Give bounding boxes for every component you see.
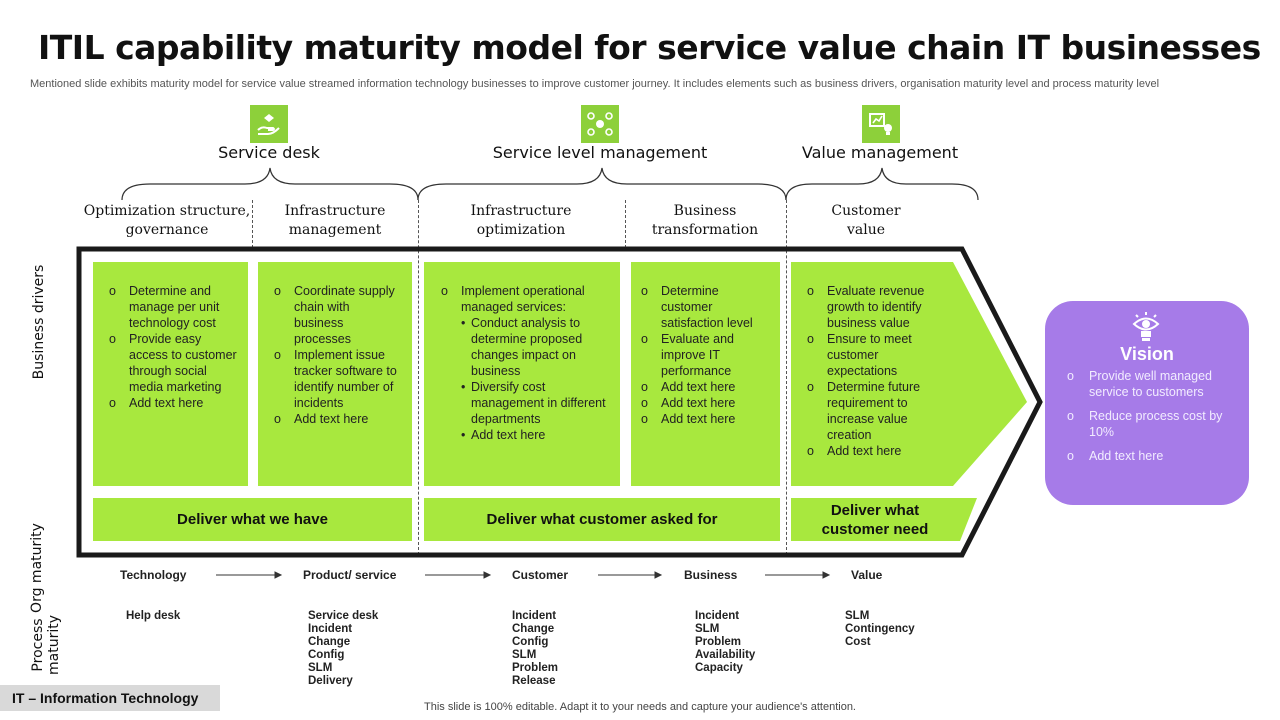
eye-bulb-icon [1129, 311, 1163, 350]
deliver-box-customer-need: Deliver what customer need [821, 501, 929, 538]
column-box-infrastructure-management: Coordinate supply chain with business pr… [258, 262, 412, 486]
column-content-customer-value: Evaluate revenue growth to identify busi… [791, 262, 941, 486]
column-header-optimization: Optimization structure,governance [83, 203, 251, 238]
org-maturity-product-service: Product/ service [303, 568, 397, 582]
vision-item: Provide well managed service to customer… [1067, 368, 1237, 400]
vision-title: Vision [1120, 344, 1174, 364]
list-item: Implement issue tracker software to iden… [274, 347, 402, 411]
section-braces [121, 167, 979, 201]
list-item: Evaluate revenue growth to identify busi… [807, 283, 935, 331]
list-item: Determine customer satisfaction level [641, 283, 770, 331]
page-subtitle: Mentioned slide exhibits maturity model … [30, 78, 1160, 90]
section-label-value-management: Value management [801, 143, 959, 162]
section-label-service-level-management: Service level management [492, 143, 708, 162]
column-box-optimization: Determine and manage per unit technology… [93, 262, 248, 486]
brace-value-management [785, 167, 979, 201]
list-item: Coordinate supply chain with business pr… [274, 283, 402, 347]
list-item: Add text here [641, 411, 770, 427]
list-item: Provide easy access to customer through … [109, 331, 238, 395]
org-maturity-value: Value [851, 568, 883, 582]
vision-item: Reduce process cost by 10% [1067, 408, 1237, 440]
chart-lightbulb-icon [862, 105, 900, 143]
helping-hand-icon [250, 105, 288, 143]
list-item: Add text here [807, 443, 935, 459]
list-subitem: Add text here [453, 427, 608, 443]
process-maturity-technology: Help desk [126, 610, 181, 622]
list-subitem: Conduct analysis to determine proposed c… [453, 315, 608, 379]
org-maturity-business: Business [684, 568, 738, 582]
brace-service-level-management [417, 167, 787, 201]
divider [786, 200, 787, 555]
column-box-business-transformation: Determine customer satisfaction level Ev… [631, 262, 780, 486]
section-label-service-desk: Service desk [218, 143, 320, 162]
list-item: Add text here [641, 379, 770, 395]
list-item: Add text here [641, 395, 770, 411]
org-maturity-customer: Customer [512, 568, 569, 582]
row-label-business-drivers: Business drivers [31, 264, 47, 380]
list-item: Implement operational managed services: [441, 283, 608, 315]
list-item: Ensure to meet customer expectations [807, 331, 935, 379]
divider [625, 200, 626, 248]
vision-box: Vision Provide well managed service to c… [1045, 301, 1249, 505]
list-item: Evaluate and improve IT performance [641, 331, 770, 379]
divider [418, 200, 419, 555]
green-deliver-box-customer-need [791, 498, 977, 541]
list-item: Add text here [109, 395, 238, 411]
footer-abbreviation-tag: IT – Information Technology [0, 685, 220, 711]
page-title: ITIL capability maturity model for servi… [38, 28, 1261, 67]
people-network-icon [581, 105, 619, 143]
list-item: Determine future requirement to increase… [807, 379, 935, 443]
row-label-process-maturity: Process maturity [30, 615, 62, 675]
list-subitem: Diversify cost management in different d… [453, 379, 608, 427]
deliver-box-what-we-have: Deliver what we have [93, 498, 412, 541]
column-box-infrastructure-optimization: Implement operational managed services: … [424, 262, 620, 486]
deliver-box-customer-asked: Deliver what customer asked for [424, 498, 780, 541]
divider [252, 200, 253, 248]
list-item: Determine and manage per unit technology… [109, 283, 238, 331]
list-item: Add text here [274, 411, 402, 427]
org-maturity-technology: Technology [120, 568, 187, 582]
footer-note: This slide is 100% editable. Adapt it to… [424, 701, 856, 713]
org-maturity-arrows [216, 571, 831, 579]
vision-item: Add text here [1067, 448, 1237, 464]
brace-service-desk [121, 167, 419, 201]
